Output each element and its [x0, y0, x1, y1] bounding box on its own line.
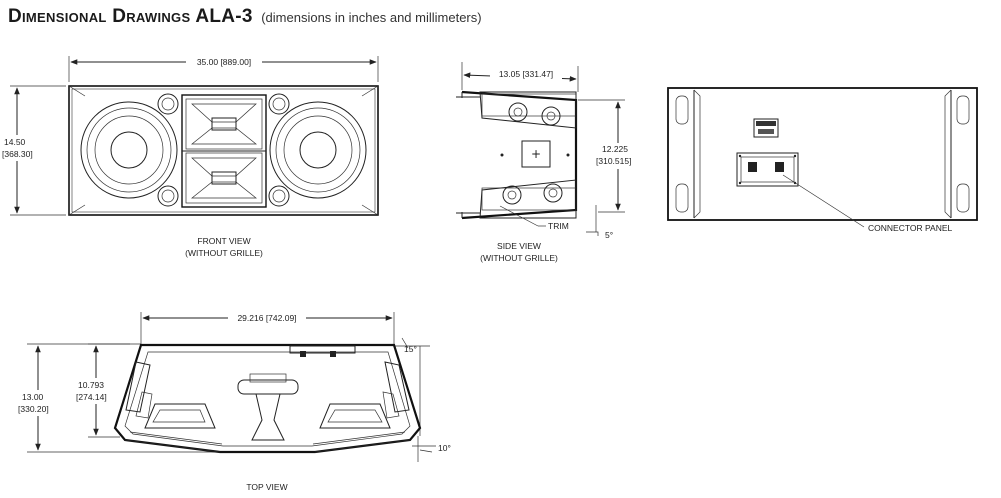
side-angle-label: 5° — [605, 230, 613, 240]
title-subtitle: (dimensions in inches and millimeters) — [261, 10, 482, 25]
top-depth-outer-in: 13.00 — [22, 392, 44, 402]
side-caption-2: (WITHOUT GRILLE) — [480, 253, 558, 263]
rear-view: CONNECTOR PANEL — [667, 87, 978, 233]
side-plate — [521, 140, 551, 168]
top-depth-outer-dimension: 13.00 [330.20] — [14, 343, 315, 453]
trim-label: TRIM — [548, 221, 569, 231]
top-caption: TOP VIEW — [246, 482, 287, 492]
side-width-label: 13.05 [331.47] — [499, 69, 553, 79]
front-caption-1: FRONT VIEW — [197, 236, 250, 246]
top-width-dimension: 29.216 [742.09] — [140, 312, 395, 346]
top-depth-inner-mm: [274.14] — [76, 392, 107, 402]
rear-cabinet — [667, 87, 978, 221]
top-view: 29.216 [742.09] 13.00 [330.20] 10.793 [2… — [14, 312, 451, 492]
side-height-in: 12.225 — [602, 144, 628, 154]
top-body — [113, 343, 422, 454]
front-view: 35.00 [889.00] 14.50 [368.30] — [2, 56, 379, 258]
left-woofer — [80, 101, 178, 199]
title-main: Dimensional Drawings ALA-3 — [8, 6, 253, 27]
front-width-label: 35.00 [889.00] — [197, 57, 251, 67]
front-height-in: 14.50 — [4, 137, 26, 147]
side-width-dimension: 13.05 [331.47] — [461, 62, 579, 92]
ports — [157, 93, 290, 207]
side-height-mm: [310.515] — [596, 156, 631, 166]
connector-panel — [736, 152, 799, 187]
top-angle-10: 10° — [438, 443, 451, 453]
side-height-dimension: 12.225 [310.515] — [578, 99, 638, 213]
top-depth-inner-dimension: 10.793 [274.14] — [74, 343, 130, 438]
right-woofer — [269, 101, 367, 199]
side-view: 13.05 [331.47] 12.225 [310.515] + TRIM — [456, 62, 638, 263]
front-height-dimension: 14.50 [368.30] — [2, 85, 66, 216]
page-title: Dimensional Drawings ALA-3 (dimensions i… — [8, 6, 482, 28]
top-angle-15: 15° — [404, 344, 417, 354]
front-width-dimension: 35.00 [889.00] — [68, 56, 379, 82]
svg-text:+: + — [531, 147, 541, 161]
top-depth-outer-mm: [330.20] — [18, 404, 49, 414]
front-height-mm: [368.30] — [2, 149, 33, 159]
front-caption-2: (WITHOUT GRILLE) — [185, 248, 263, 258]
side-body — [461, 90, 578, 220]
horn-panel — [181, 94, 267, 208]
top-width-label: 29.216 [742.09] — [237, 313, 296, 323]
side-caption-1: SIDE VIEW — [497, 241, 541, 251]
top-depth-inner-in: 10.793 — [78, 380, 104, 390]
connector-panel-label: CONNECTOR PANEL — [868, 223, 953, 233]
rear-handles — [675, 95, 970, 213]
